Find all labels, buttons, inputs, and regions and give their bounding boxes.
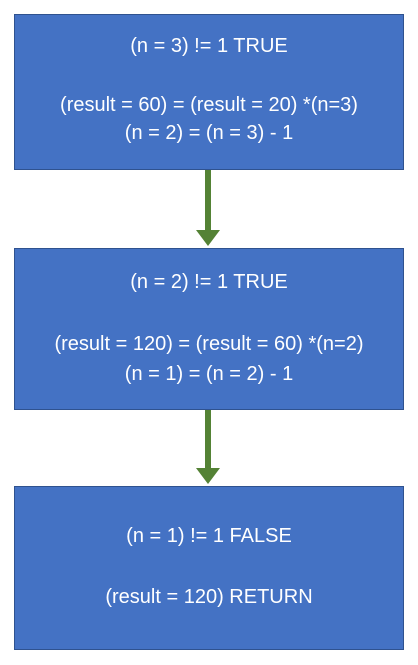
step-3-return-line: (result = 120) RETURN [105,586,313,608]
step-1-n-line: (n = 2) = (n = 3) - 1 [124,122,294,144]
step-box-2: (n = 2) != 1 TRUE (result = 120) = (resu… [14,248,404,410]
step-2-condition: (n = 2) != 1 TRUE [130,271,288,293]
step-3-condition: (n = 1) != 1 FALSE [126,525,292,547]
flow-arrow-1-shaft [205,170,211,232]
step-1-condition: (n = 3) != 1 TRUE [130,35,288,57]
arrow-down-icon [196,468,220,484]
flow-arrow-2 [196,410,220,486]
step-box-1: (n = 3) != 1 TRUE (result = 60) = (resul… [14,14,404,170]
step-2-result-line: (result = 120) = (result = 60) *(n=2) [54,333,364,355]
flow-arrow-1 [196,170,220,248]
step-box-3: (n = 1) != 1 FALSE (result = 120) RETURN [14,486,404,650]
flow-arrow-2-shaft [205,410,211,470]
step-2-n-line: (n = 1) = (n = 2) - 1 [124,363,294,385]
arrow-down-icon [196,230,220,246]
step-1-result-line: (result = 60) = (result = 20) *(n=3) [60,94,358,116]
